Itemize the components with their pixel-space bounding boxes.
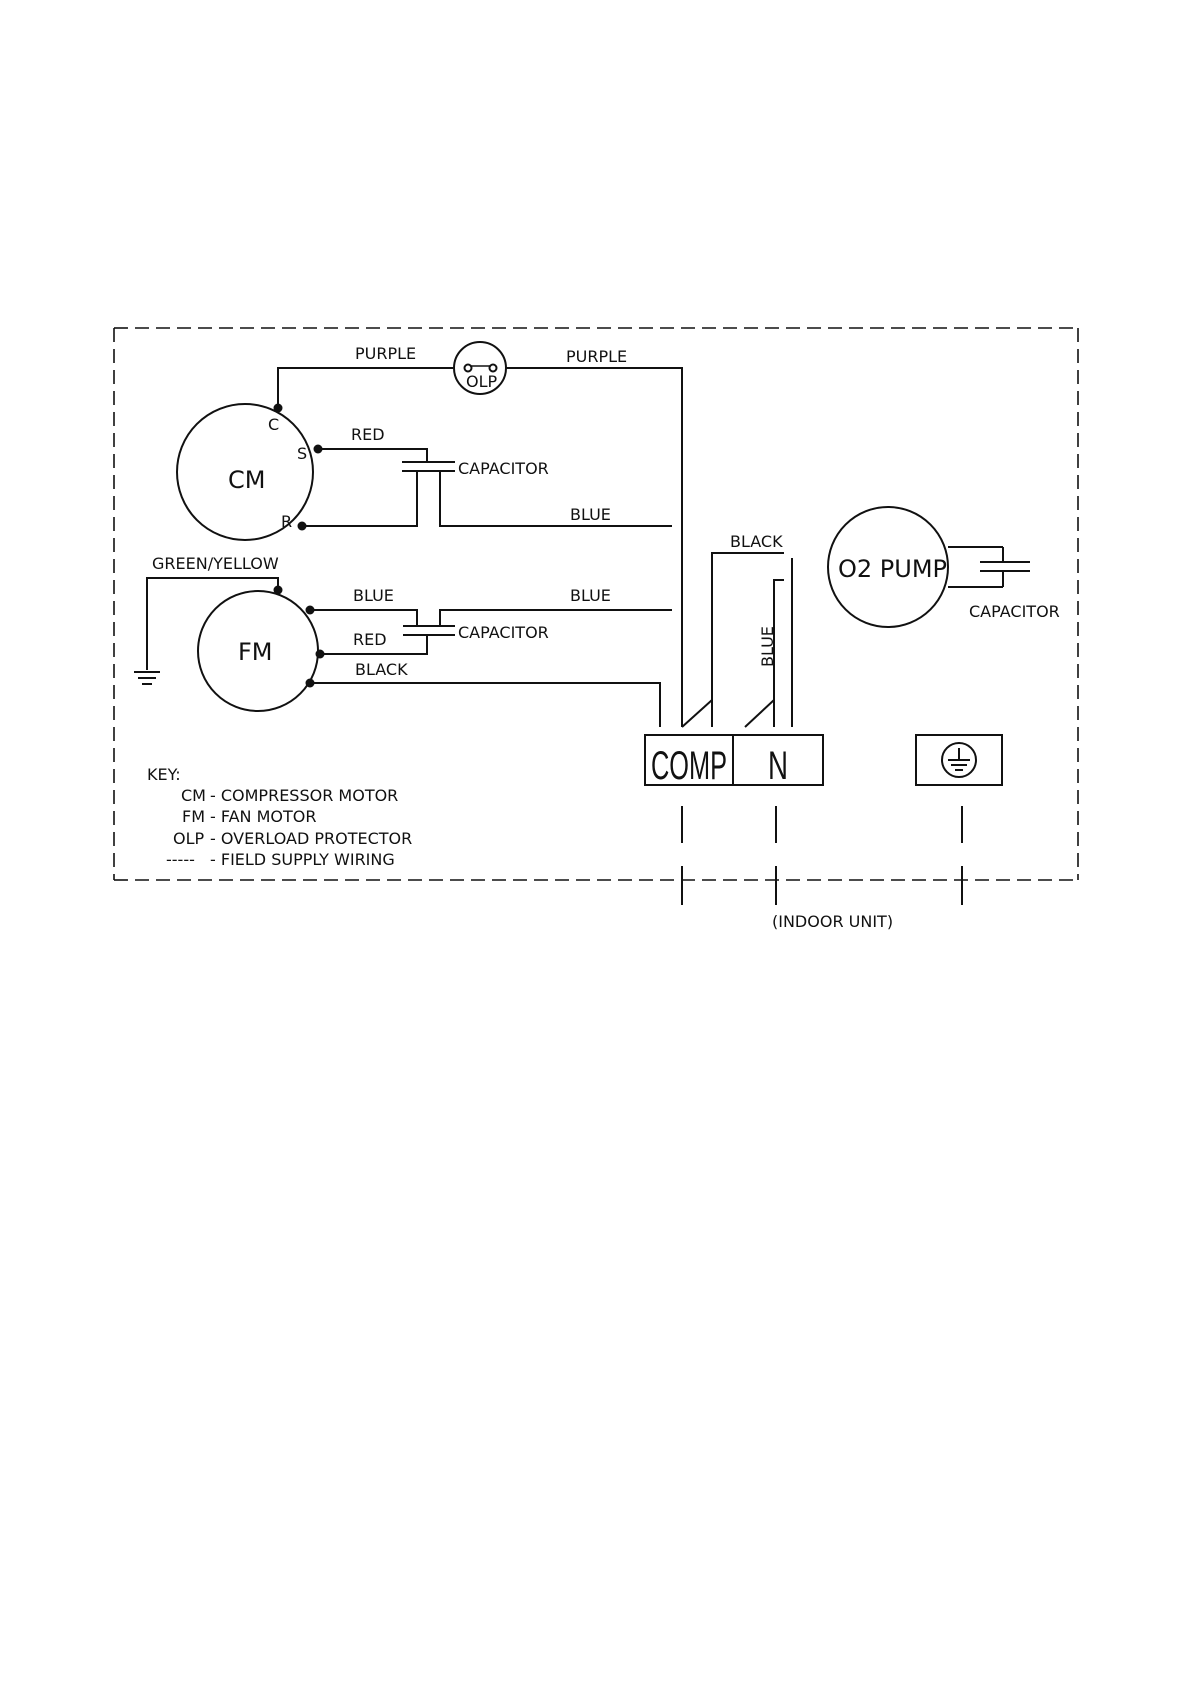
cm-label: CM [228,466,265,494]
purple-label-left: PURPLE [355,344,416,363]
terminal-n: N [768,744,788,788]
key-desc-field: - FIELD SUPPLY WIRING [210,850,395,869]
key-desc-olp: - OVERLOAD PROTECTOR [210,829,412,848]
red-label-cm: RED [351,425,385,444]
blue-wire-pump-slant [745,700,774,727]
olp-label: OLP [466,372,498,391]
black-label-fm: BLACK [355,660,408,679]
blue-label-cm: BLUE [570,505,611,524]
pump-label: O2 PUMP [838,555,947,583]
blue-label-fm: BLUE [353,586,394,605]
red-wire-cm [318,449,427,462]
blue-label-fm-right: BLUE [570,586,611,605]
field-supply-leads [682,806,962,905]
blue-label-vertical: BLUE [758,626,777,667]
black-wire-pump-slant [682,700,712,727]
black-wire-fm [310,683,660,727]
black-label-pump: BLACK [730,532,783,551]
key-abbr-olp: OLP [173,829,205,848]
cm-terminal-r: R [281,512,292,531]
purple-label-right: PURPLE [566,347,627,366]
key-desc-cm: - COMPRESSOR MOTOR [210,786,398,805]
key-desc-fm: - FAN MOTOR [210,807,316,826]
purple-wire [278,368,453,408]
cm-terminal-s: S [297,444,307,463]
cm-capacitor-label: CAPACITOR [458,459,549,478]
key-abbr-cm: CM [181,786,206,805]
indoor-unit-label: (INDOOR UNIT) [772,912,893,931]
terminal-comp: COMP [651,744,727,788]
blue-wire-cm [440,471,672,526]
key-abbr-field: ----- [166,850,195,869]
pump-capacitor-label: CAPACITOR [969,602,1060,621]
fm-capacitor-label: CAPACITOR [458,623,549,642]
fm-label: FM [238,638,273,666]
purple-wire-right [506,368,682,727]
key-abbr-fm: FM [182,807,205,826]
key-title: KEY: [147,765,181,784]
blue-wire-fm [310,610,417,626]
green-yellow-label: GREEN/YELLOW [152,554,279,573]
cm-capacitor-lead-left [302,471,417,526]
cm-terminal-c: C [268,415,279,434]
red-label-fm: RED [353,630,387,649]
